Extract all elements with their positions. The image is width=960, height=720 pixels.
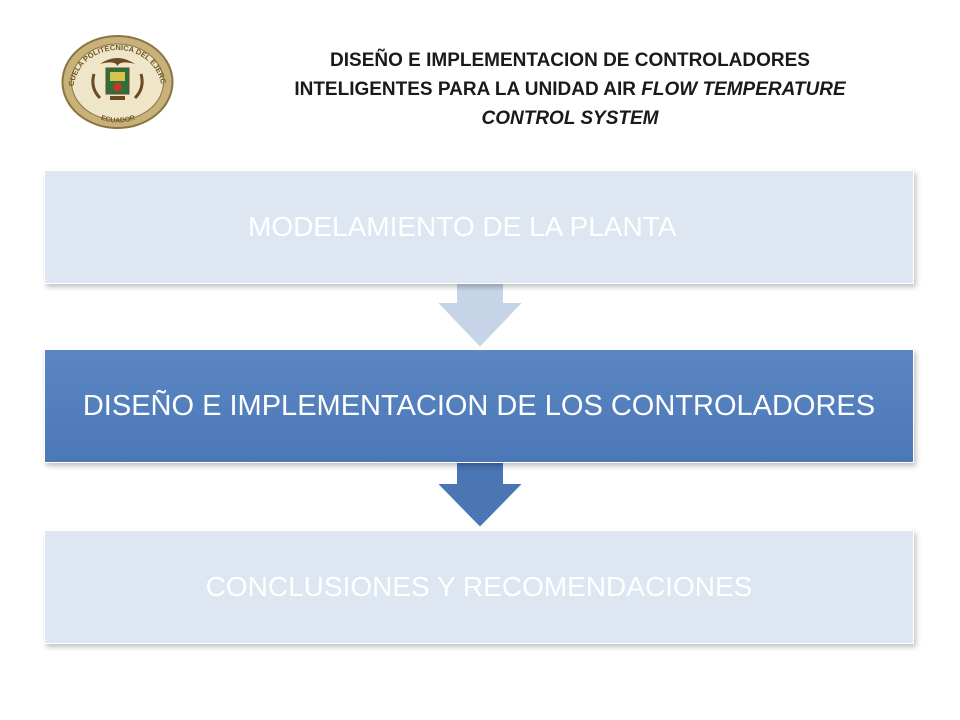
title-line-2-plain: INTELIGENTES PARA LA UNIDAD AIR: [294, 79, 642, 100]
title-line-1: DISEÑO E IMPLEMENTACION DE CONTROLADORES: [330, 50, 810, 71]
step-box-conclusiones: CONCLUSIONES Y RECOMENDACIONES: [44, 530, 914, 644]
step-label: DISEÑO E IMPLEMENTACION DE LOS CONTROLAD…: [82, 389, 876, 422]
down-arrow-2-icon: [433, 459, 527, 530]
step-label: CONCLUSIONES Y RECOMENDACIONES: [205, 571, 753, 602]
institution-seal-logo: ESCUELA POLITECNICA DEL EJERCITO ECUADOR: [60, 30, 174, 129]
title-line-2: INTELIGENTES PARA LA UNIDAD AIR FLOW TEM…: [230, 75, 910, 104]
step-label: MODELAMIENTO DE LA PLANTA: [248, 211, 677, 242]
page-title: DISEÑO E IMPLEMENTACION DE CONTROLADORES…: [230, 46, 910, 133]
step-box-diseno: DISEÑO E IMPLEMENTACION DE LOS CONTROLAD…: [44, 349, 914, 463]
seal-ring-text-bottom: ECUADOR: [100, 115, 136, 125]
title-line-2-italic: FLOW TEMPERATURE: [641, 79, 846, 100]
title-line-3: CONTROL SYSTEM: [481, 108, 659, 129]
svg-text:ECUADOR: ECUADOR: [100, 115, 136, 125]
step-box-modelamiento: MODELAMIENTO DE LA PLANTA: [44, 170, 914, 284]
down-arrow-1-icon: [433, 280, 527, 350]
